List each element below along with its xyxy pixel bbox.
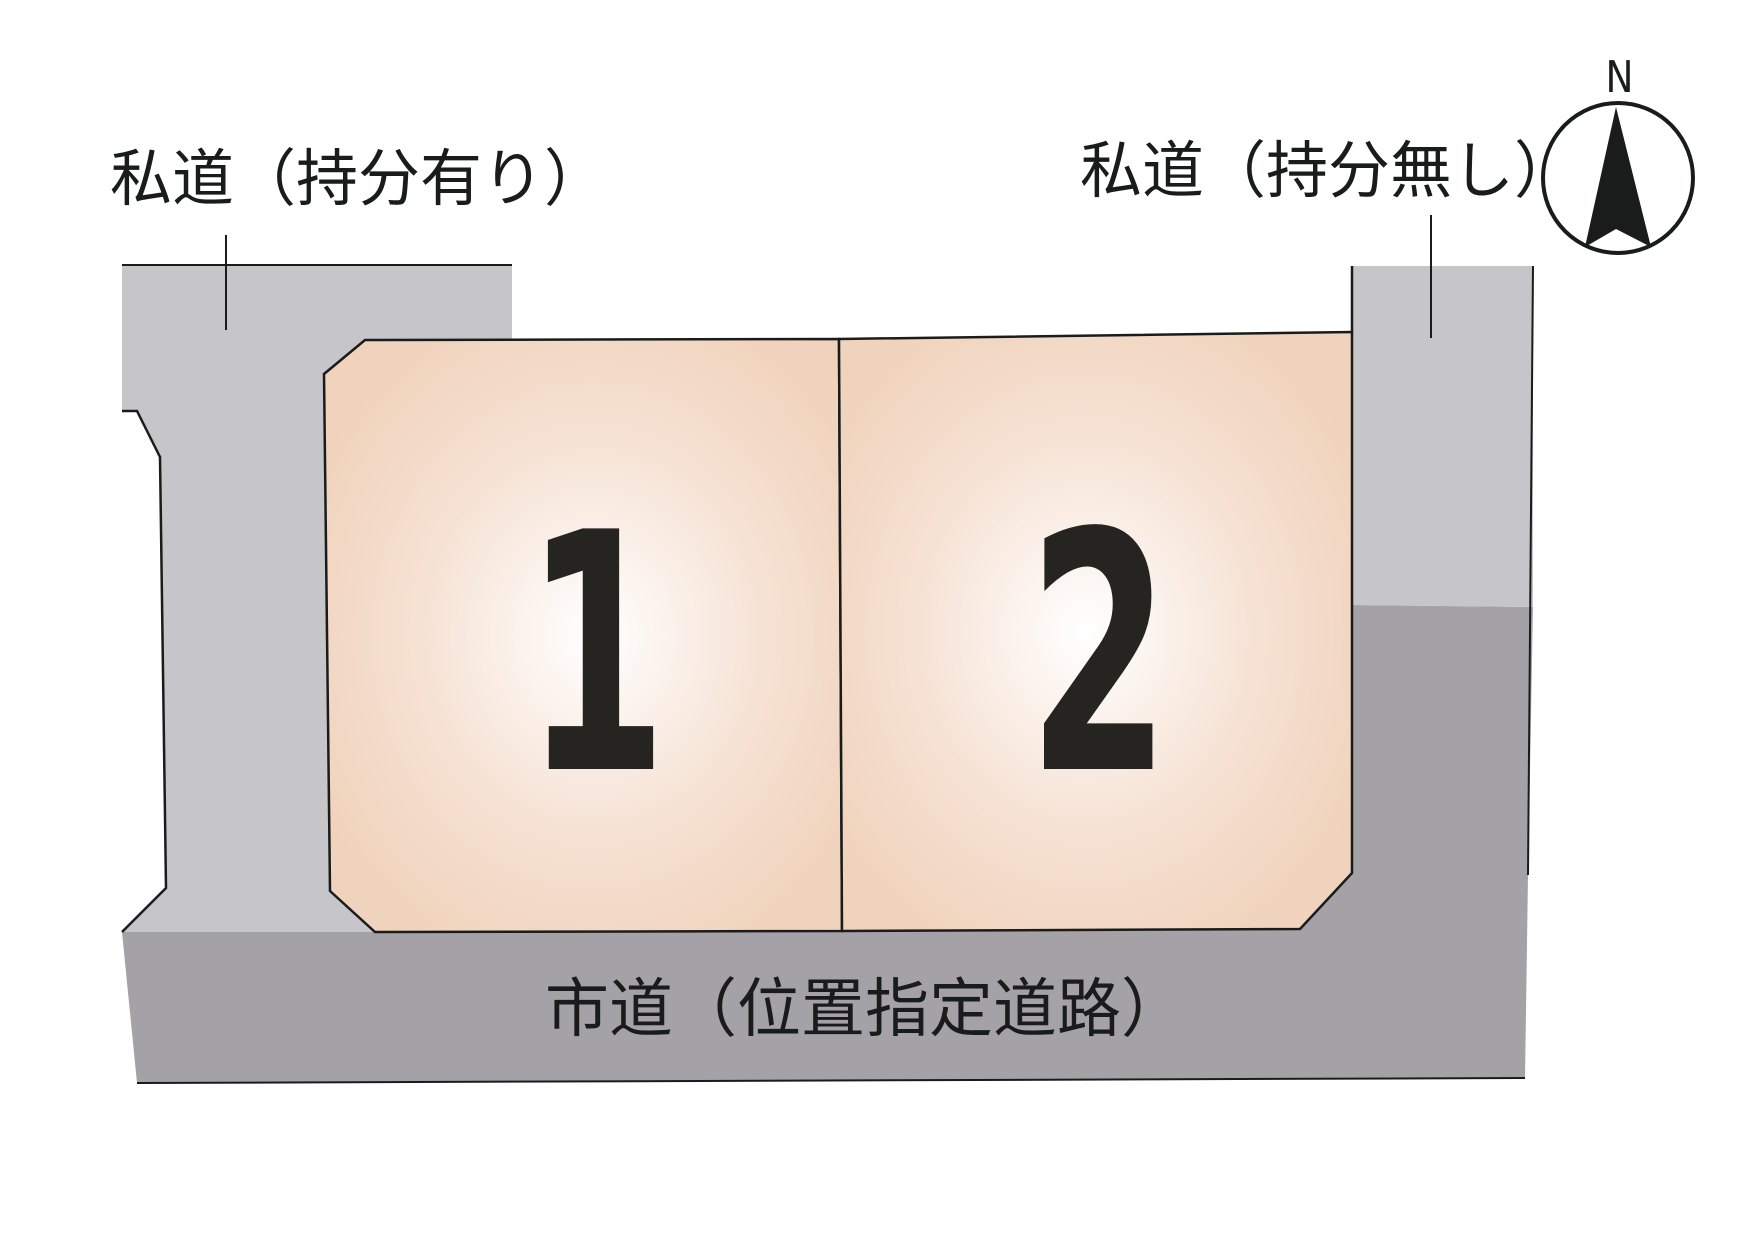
lot-2[interactable] bbox=[837, 330, 1354, 933]
private-road-with-share-label: 私道（持分有り） bbox=[110, 142, 607, 215]
lot-2-number: 2 bbox=[1027, 463, 1171, 847]
private-road-without-share-label: 私道（持分無し） bbox=[1080, 134, 1577, 207]
private-road-without-share bbox=[1350, 215, 1534, 876]
north-label: N bbox=[1605, 52, 1634, 103]
city-road bbox=[122, 605, 1533, 1084]
lot-1-number: 1 bbox=[524, 463, 668, 847]
north-arrow-compass-icon bbox=[1541, 101, 1695, 255]
city-road-label: 市道（位置指定道路） bbox=[545, 973, 1185, 1047]
private-road-with-share bbox=[121, 235, 512, 933]
